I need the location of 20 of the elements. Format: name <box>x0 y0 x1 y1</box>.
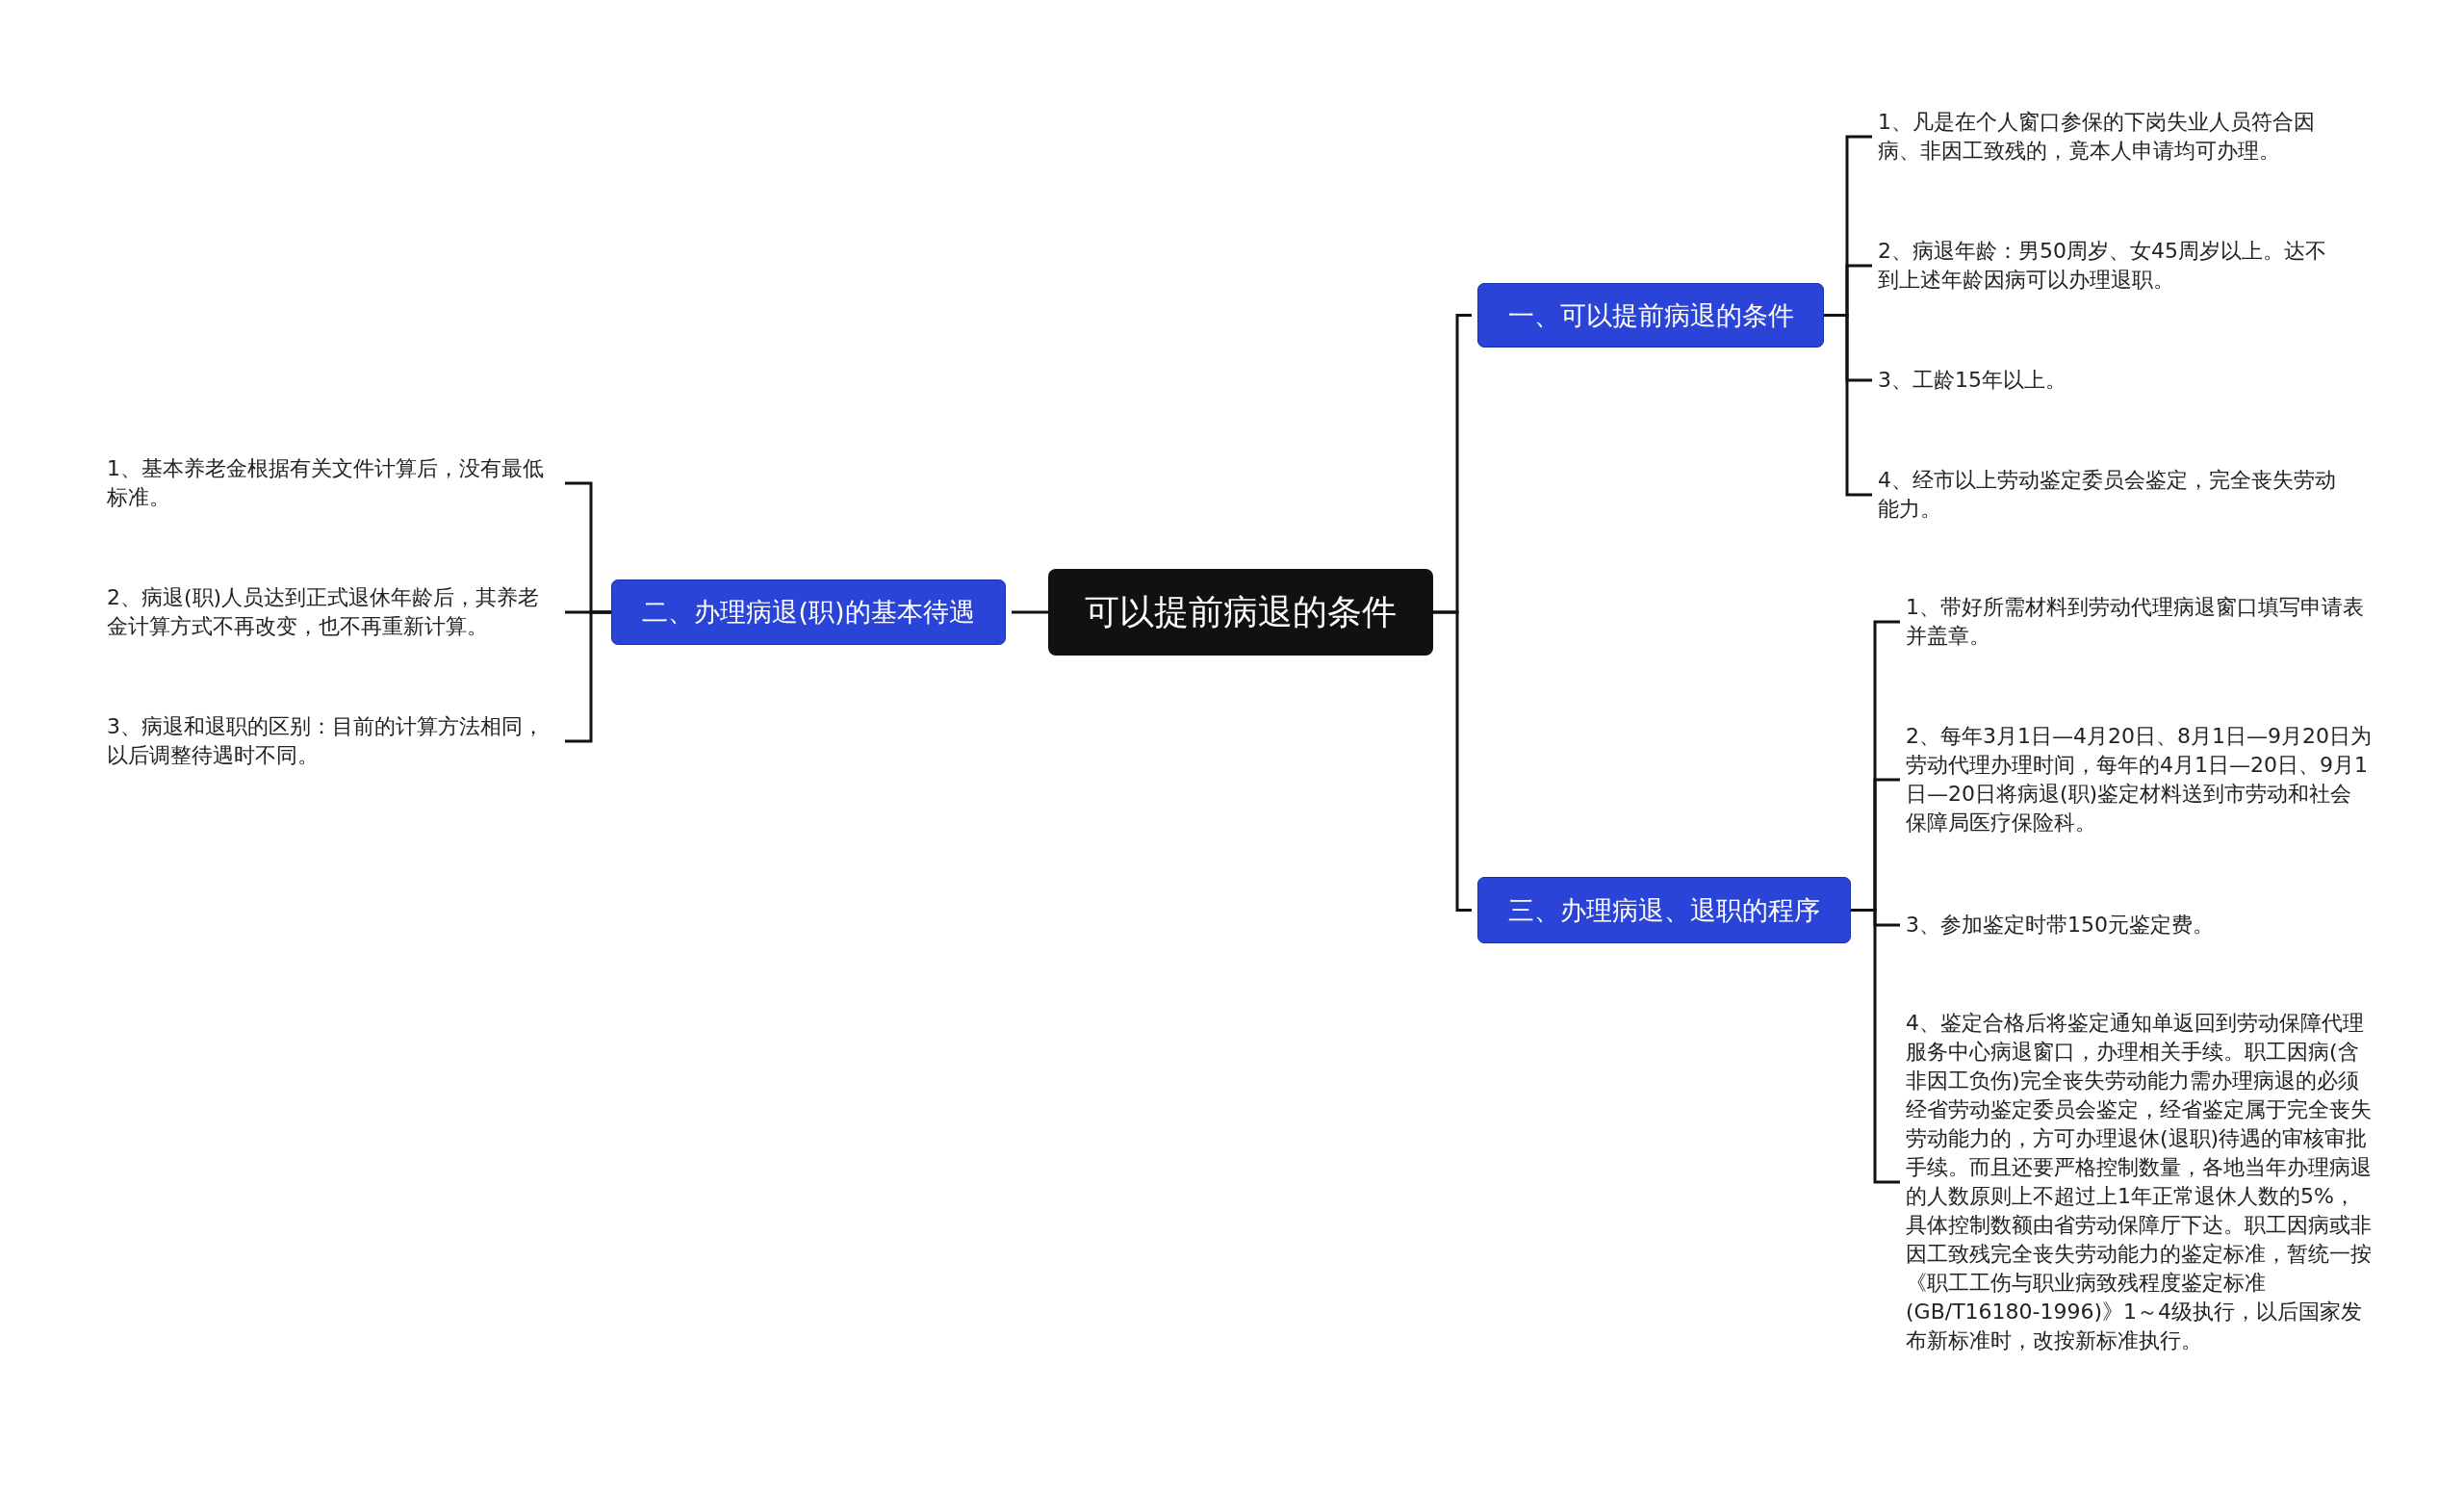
leaf-text: 1、带好所需材料到劳动代理病退窗口填写申请表并盖章。 <box>1906 593 2373 651</box>
branch-topic: 一、可以提前病退的条件 <box>1477 283 1824 348</box>
leaf-text: 4、经市以上劳动鉴定委员会鉴定，完全丧失劳动能力。 <box>1878 466 2340 524</box>
branch-topic: 二、办理病退(职)的基本待遇 <box>611 579 1006 645</box>
leaf-text: 4、鉴定合格后将鉴定通知单返回到劳动保障代理服务中心病退窗口，办理相关手续。职工因病(含非因工负伤)完全丧失劳动能力需办理病退的必须经省劳动鉴定委员会鉴定，经省鉴定属于完全丧失劳动能力的，方可办理退休(退职)待遇的审核审批手续。而且还要严格控制数量，各地当年办理病退的人数原则上不超过上1年正常退休人数的5%，具体控制数额由省劳动保障厅下达。职工因病或非因工致残完全丧失劳动能力的鉴定标准，暂统一按《职工工伤与职业病致残程度鉴定标准(GB/T16180-1996)》1～4级执行，以后国家发布新标准时，改按新标准执行。 <box>1906 1009 2373 1355</box>
central-topic: 可以提前病退的条件 <box>1048 569 1433 656</box>
leaf-text: 3、工龄15年以上。 <box>1878 366 2340 395</box>
connector-line <box>565 610 611 743</box>
connector-line <box>1433 610 1472 912</box>
leaf-text: 3、参加鉴定时带150元鉴定费。 <box>1906 911 2373 940</box>
connector-line <box>1824 314 1872 497</box>
branch-topic: 三、办理病退、退职的程序 <box>1477 877 1851 943</box>
leaf-text: 2、病退年龄：男50周岁、女45周岁以上。达不到上述年龄因病可以办理退职。 <box>1878 237 2340 295</box>
leaf-text: 2、每年3月1日—4月20日、8月1日—9月20日为劳动代理办理时间，每年的4月1日—20日、9月1日—20日将病退(职)鉴定材料送到市劳动和社会保障局医疗保险科。 <box>1906 722 2373 837</box>
connector-line <box>1851 909 1900 1184</box>
leaf-text: 3、病退和退职的区别：目前的计算方法相同，以后调整待遇时不同。 <box>107 712 559 770</box>
leaf-text: 2、病退(职)人员达到正式退休年龄后，其养老金计算方式不再改变，也不再重新计算。 <box>107 583 559 641</box>
leaf-text: 1、基本养老金根据有关文件计算后，没有最低标准。 <box>107 454 559 512</box>
connector-line <box>1012 610 1048 614</box>
leaf-text: 1、凡是在个人窗口参保的下岗失业人员符合因病、非因工致残的，竟本人申请均可办理。 <box>1878 108 2340 166</box>
